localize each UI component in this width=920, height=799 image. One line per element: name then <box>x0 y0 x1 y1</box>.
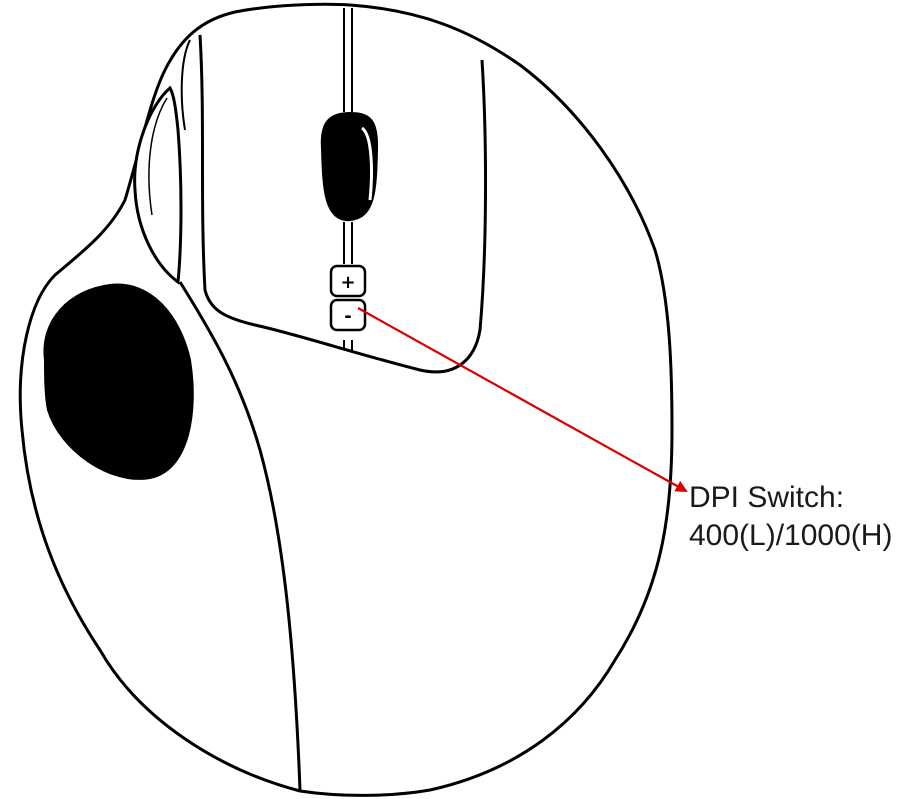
dpi-plus-label: + <box>340 272 355 293</box>
mouse-body-outline <box>18 2 674 797</box>
dpi-minus-button[interactable] <box>329 298 367 332</box>
scroll-wheel-highlight <box>360 126 373 201</box>
scroll-wheel <box>320 111 379 222</box>
shell-inner-edge <box>180 39 191 131</box>
callout-arrow <box>357 307 688 492</box>
dpi-minus-label: - <box>344 306 351 327</box>
side-button-inner <box>148 97 168 216</box>
center-seam <box>343 8 353 350</box>
callout-title: DPI Switch: <box>689 481 845 514</box>
trackball <box>43 283 194 480</box>
dpi-plus-button[interactable] <box>329 264 367 298</box>
side-button <box>133 85 183 285</box>
thumb-contour <box>178 281 302 791</box>
callout-values: 400(L)/1000(H) <box>689 519 893 552</box>
dpi-switch-callout: DPI Switch: 400(L)/1000(H) <box>689 479 892 555</box>
